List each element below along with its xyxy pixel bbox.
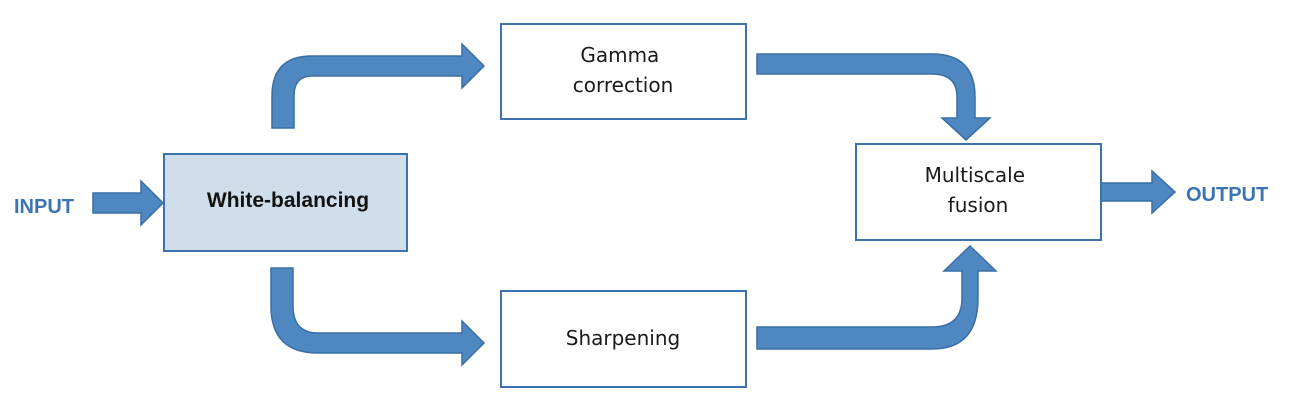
gamma-correction-label: Gamma correction <box>573 43 674 97</box>
multiscale-fusion-box <box>855 143 1102 241</box>
arrow-to-sharpening <box>270 267 486 367</box>
arrow-sharpening-to-fusion <box>756 244 998 350</box>
output-arrow <box>1100 169 1177 215</box>
gamma-correction-box <box>500 23 747 120</box>
gamma-correction-line-1: Gamma <box>580 43 659 67</box>
input-arrow <box>92 179 165 227</box>
white-balancing-box <box>163 153 408 252</box>
multiscale-fusion-line-2: fusion <box>948 193 1009 217</box>
arrow-to-gamma-correction <box>271 42 486 129</box>
gamma-correction-line-2: correction <box>573 73 674 97</box>
multiscale-fusion-line-1: Multiscale <box>925 163 1025 187</box>
input-label: INPUT <box>14 196 74 218</box>
white-balancing-label: White-balancing <box>207 189 369 212</box>
sharpening-label: Sharpening <box>566 326 680 350</box>
sharpening-box <box>500 290 747 388</box>
arrow-gamma-to-fusion <box>756 53 992 142</box>
output-label: OUTPUT <box>1186 184 1268 206</box>
multiscale-fusion-label: Multiscale fusion <box>925 163 1032 217</box>
